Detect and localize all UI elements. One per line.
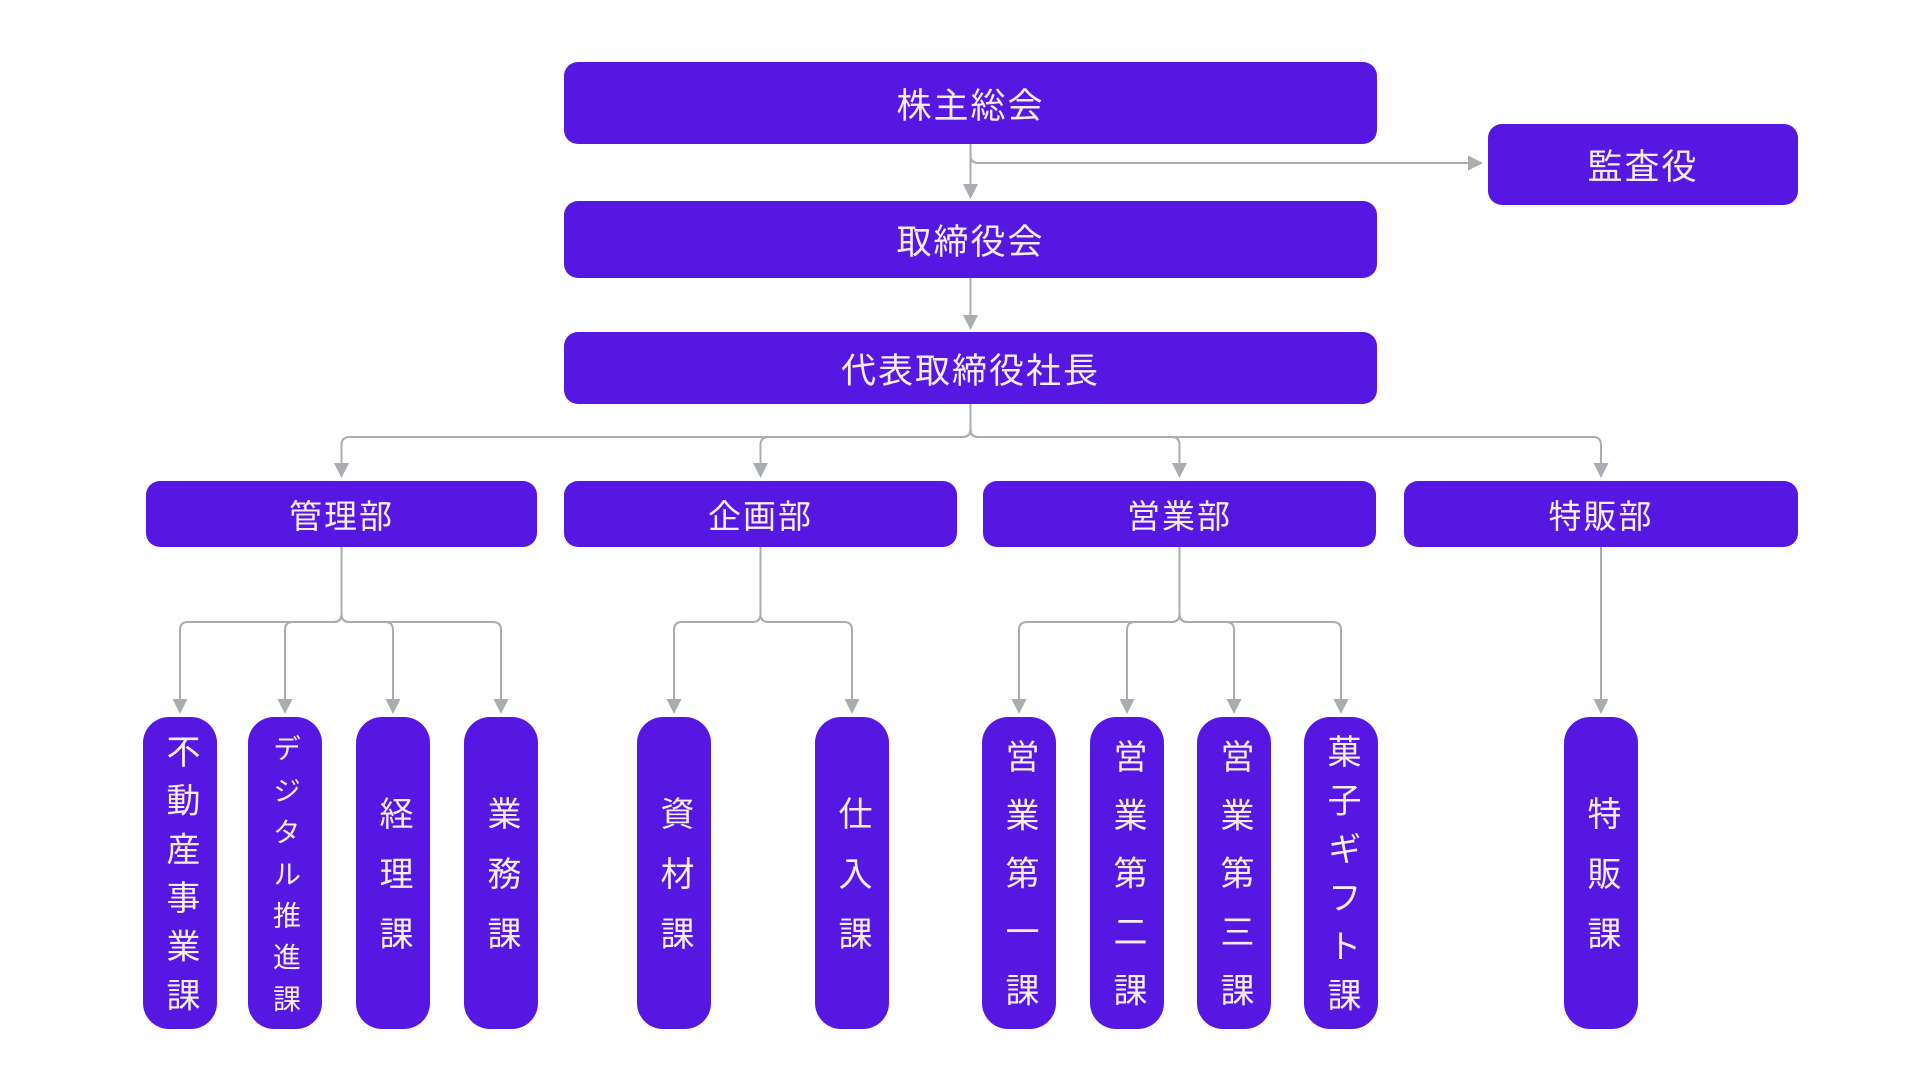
node-label: 仕入課 <box>832 796 872 976</box>
connector-admin-accounting <box>340 547 401 714</box>
node-auditor: 監査役 <box>1488 124 1798 205</box>
connector-admin-real-estate <box>172 547 343 714</box>
connector-admin-digital <box>277 547 343 714</box>
node-dept-sales: 営業部 <box>983 481 1376 547</box>
node-label: 経理課 <box>373 796 413 976</box>
node-board-of-directors: 取締役会 <box>564 201 1377 278</box>
node-sec-special-sales: 特販課 <box>1564 717 1638 1029</box>
node-dept-special-sales: 特販部 <box>1404 481 1798 547</box>
connector-sales-no1 <box>1011 547 1181 714</box>
node-sec-confectionery-gift: 菓子ギフト課 <box>1304 717 1378 1029</box>
connector-shareholders-auditor <box>969 144 1483 171</box>
node-sec-sales-no3: 営業第三課 <box>1197 717 1271 1032</box>
node-label: 特販課 <box>1581 796 1621 976</box>
node-sec-purchasing: 仕入課 <box>815 717 889 1029</box>
node-sec-sales-no2: 営業第二課 <box>1090 717 1164 1032</box>
node-label: 営業第三課 <box>1214 739 1254 1032</box>
connector-president-admin <box>334 404 972 478</box>
node-sec-accounting: 経理課 <box>356 717 430 1029</box>
node-label: 菓子ギフト課 <box>1321 734 1361 1027</box>
connector-president-planning <box>753 404 972 478</box>
node-dept-admin: 管理部 <box>146 481 537 547</box>
connector-sales-gift <box>1178 547 1349 714</box>
node-sec-sales-no1: 営業第一課 <box>982 717 1056 1032</box>
connector-president-sales <box>969 404 1187 478</box>
node-label: 営業第二課 <box>1107 739 1147 1032</box>
node-sec-materials: 資材課 <box>637 717 711 1029</box>
connector-planning-purchasing <box>759 547 860 714</box>
node-president: 代表取締役社長 <box>564 332 1377 404</box>
node-sec-real-estate: 不動産事業課 <box>143 717 217 1029</box>
connector-president-special-sales <box>969 404 1609 478</box>
node-label: 営業第一課 <box>999 739 1039 1032</box>
node-label: デジタル推進課 <box>269 733 302 1026</box>
connector-sales-no2 <box>1119 547 1181 714</box>
connector-planning-materials <box>666 547 762 714</box>
connector-sales-no3 <box>1178 547 1242 714</box>
node-dept-planning: 企画部 <box>564 481 957 547</box>
node-sec-digital-promotion: デジタル推進課 <box>248 717 322 1029</box>
connector-admin-operations <box>340 547 509 714</box>
node-sec-operations: 業務課 <box>464 717 538 1029</box>
node-label: 不動産事業課 <box>160 734 200 1027</box>
node-label: 業務課 <box>481 796 521 976</box>
node-shareholders-meeting: 株主総会 <box>564 62 1377 144</box>
node-label: 資材課 <box>654 796 694 976</box>
